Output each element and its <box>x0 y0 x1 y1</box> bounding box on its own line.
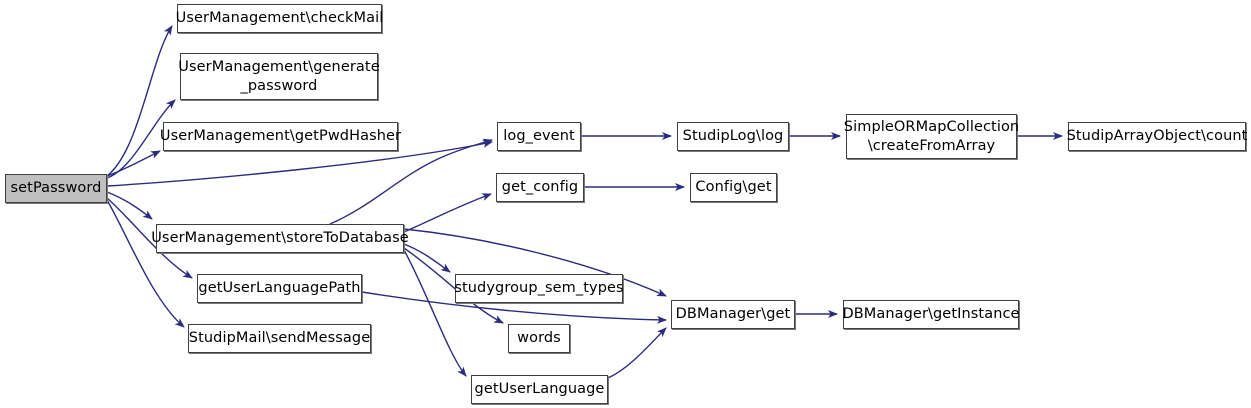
node-createFromArray[interactable]: SimpleORMapCollection \createFromArray <box>844 114 1019 159</box>
node-DBManager_get[interactable]: DBManager\get <box>671 300 795 329</box>
edge-storeToDatabase-to-log_event <box>329 138 493 225</box>
edge-setPassword-to-sendMessage <box>106 199 185 328</box>
node-StudipLog_log[interactable]: StudipLog\log <box>677 122 789 151</box>
node-DBManager_getInstance[interactable]: DBManager\getInstance <box>842 300 1019 329</box>
node-getUserLanguage[interactable]: getUserLanguage <box>471 375 608 404</box>
node-log_event[interactable]: log_event <box>497 122 581 151</box>
edge-storeToDatabase-to-get_config <box>403 193 492 233</box>
node-getPwdHasher[interactable]: UserManagement\getPwdHasher <box>160 122 401 151</box>
node-getUserLanguagePath[interactable]: getUserLanguagePath <box>197 274 362 303</box>
node-storeToDatabase[interactable]: UserManagement\storeToDatabase <box>151 224 409 253</box>
node-checkMail[interactable]: UserManagement\checkMail <box>176 4 383 33</box>
edge-getUserLanguage-to-DBManager_get <box>607 327 667 379</box>
node-setPassword[interactable]: setPassword <box>5 174 107 203</box>
edge-setPassword-to-storeToDatabase <box>106 191 153 220</box>
node-Config_get[interactable]: Config\get <box>690 173 777 202</box>
edge-storeToDatabase-to-studygroup_sem_types <box>403 243 451 273</box>
node-studygroup_sem_types[interactable]: studygroup_sem_types <box>454 274 624 303</box>
edge-storeToDatabase-to-getUserLanguage <box>403 249 467 377</box>
node-get_config[interactable]: get_config <box>496 173 584 202</box>
edge-setPassword-to-checkMail <box>106 25 173 177</box>
edge-setPassword-to-getPwdHasher <box>106 150 161 177</box>
node-words[interactable]: words <box>508 324 570 353</box>
node-StudipArrayObject_count[interactable]: StudipArrayObject\count <box>1067 122 1247 151</box>
node-sendMessage[interactable]: StudipMail\sendMessage <box>188 324 371 353</box>
node-generate_password[interactable]: UserManagement\generate _password <box>178 53 380 100</box>
